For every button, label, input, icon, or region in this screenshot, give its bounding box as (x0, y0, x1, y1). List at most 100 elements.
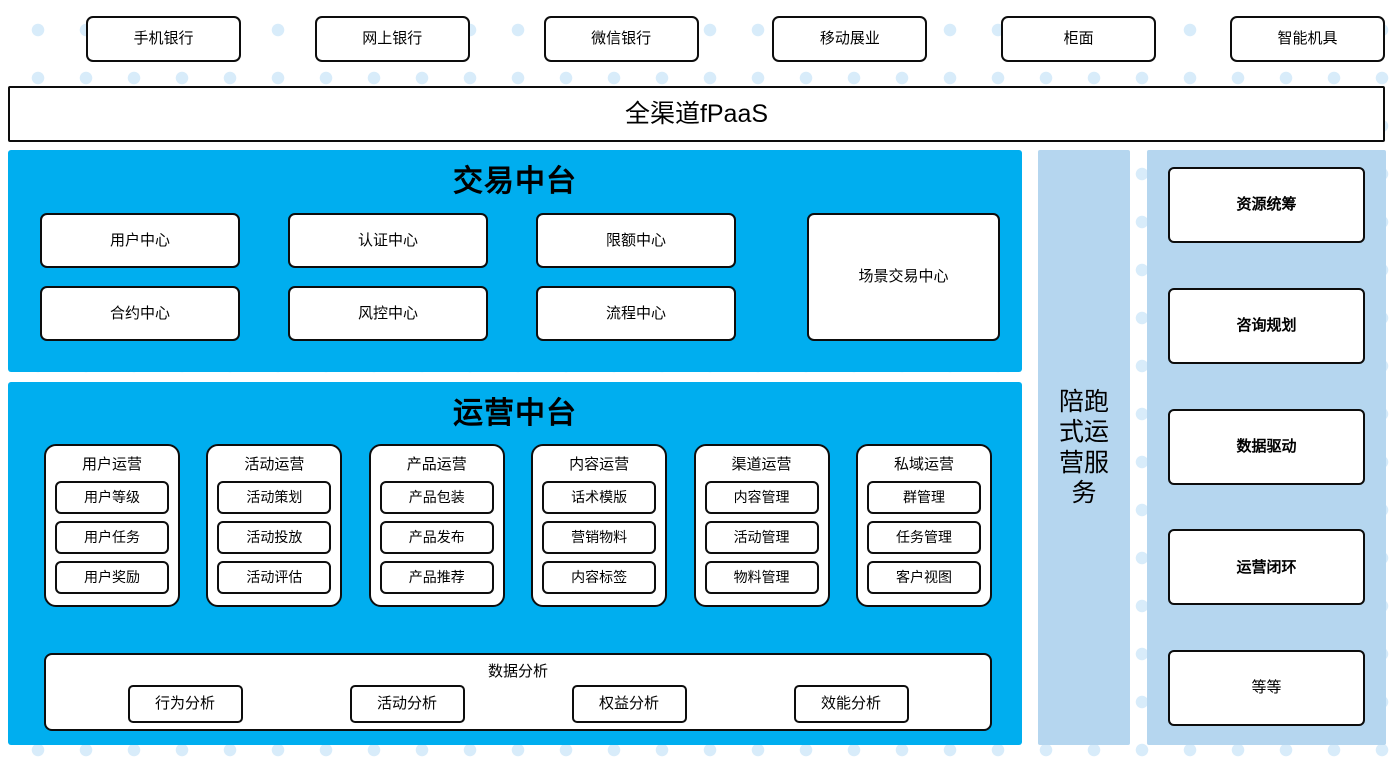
operation-card-title: 内容运营 (569, 456, 630, 473)
operation-card-list: 用户运营 用户等级 用户任务 用户奖励 活动运营 活动策划 活动投放 活动评估 … (44, 444, 992, 607)
transaction-box[interactable]: 风控中心 (288, 286, 488, 341)
operation-sub-item-label: 内容管理 (733, 489, 790, 506)
operation-sub-item-label: 客户视图 (895, 569, 952, 586)
channel-box-list: 手机银行 网上银行 微信银行 移动展业 柜面 智能机具 (86, 16, 1393, 62)
support-capability-box[interactable]: 等等 (1168, 650, 1365, 726)
operation-sub-item-label: 活动投放 (246, 529, 303, 546)
operation-sub-item-label: 用户奖励 (84, 569, 140, 586)
operation-card-title: 渠道运营 (731, 456, 792, 473)
operation-sub-item[interactable]: 内容标签 (542, 561, 657, 594)
transaction-box-label: 合约中心 (109, 304, 170, 322)
operation-sub-item[interactable]: 活动策划 (217, 481, 332, 514)
operation-sub-item[interactable]: 产品推荐 (379, 561, 494, 594)
operation-sub-item[interactable]: 内容管理 (704, 481, 819, 514)
operation-sub-item[interactable]: 群管理 (866, 481, 981, 514)
channel-box[interactable]: 微信银行 (543, 16, 699, 62)
channel-box-label: 智能机具 (1277, 30, 1338, 48)
transaction-box[interactable]: 流程中心 (536, 286, 736, 341)
operation-sub-item-label: 活动管理 (733, 529, 790, 546)
support-capability-label: 运营闭环 (1236, 558, 1297, 576)
transaction-box[interactable]: 认证中心 (288, 213, 488, 268)
transaction-box[interactable]: 限额中心 (536, 213, 736, 268)
support-capability-box[interactable]: 数据驱动 (1168, 408, 1365, 485)
channel-box-label: 微信银行 (591, 30, 652, 48)
data-analysis-item[interactable]: 行为分析 (127, 685, 243, 723)
operation-sub-item[interactable]: 物料管理 (704, 561, 819, 594)
operation-card: 产品运营 产品包装 产品发布 产品推荐 (368, 444, 505, 607)
operation-card-title: 用户运营 (81, 456, 142, 473)
operation-sub-item-label: 话术模版 (571, 489, 628, 506)
operation-sub-item[interactable]: 任务管理 (866, 521, 981, 554)
operation-sub-item[interactable]: 活动投放 (217, 521, 332, 554)
support-capability-column: 资源统筹 咨询规划 数据驱动 运营闭环 等等 (1147, 150, 1386, 745)
operation-card-title: 活动运营 (244, 456, 305, 473)
data-analysis-item-list: 行为分析 活动分析 权益分析 效能分析 (46, 685, 990, 723)
data-analysis-item-label: 效能分析 (820, 695, 881, 713)
support-capability-label: 资源统筹 (1236, 196, 1297, 214)
data-analysis-item[interactable]: 效能分析 (793, 685, 909, 723)
operation-sub-item[interactable]: 客户视图 (866, 561, 981, 594)
operation-sub-item[interactable]: 用户奖励 (55, 561, 169, 594)
data-analysis-item[interactable]: 活动分析 (349, 685, 465, 723)
operation-sub-item[interactable]: 产品包装 (379, 481, 494, 514)
transaction-core-boxes: 用户中心 认证中心 限额中心 合约中心 风控中心 流程中心 (40, 213, 769, 341)
operation-sub-item[interactable]: 用户等级 (55, 481, 169, 514)
support-capability-box[interactable]: 运营闭环 (1168, 529, 1365, 606)
operation-card: 内容运营 话术模版 营销物料 内容标签 (531, 444, 668, 607)
frontend-channel-row: 手机银行 网上银行 微信银行 移动展业 柜面 智能机具 (0, 0, 1393, 78)
support-capability-box[interactable]: 资源统筹 (1168, 167, 1365, 243)
support-capability-label: 数据驱动 (1236, 437, 1297, 455)
transaction-box-grid: 用户中心 认证中心 限额中心 合约中心 风控中心 流程中心 场景交易中心 (40, 213, 1000, 341)
main-architecture-area: 交易中台 用户中心 认证中心 限额中心 合约中心 风控中心 流程中心 场景交易中… (8, 150, 1386, 745)
operation-sub-item-label: 产品包装 (408, 489, 465, 506)
support-capability-label: 咨询规划 (1236, 317, 1297, 335)
operation-sub-item[interactable]: 活动评估 (217, 561, 332, 594)
support-capability-label: 等等 (1251, 679, 1282, 697)
data-analysis-item-label: 活动分析 (376, 695, 437, 713)
operation-card: 用户运营 用户等级 用户任务 用户奖励 (44, 444, 180, 607)
operation-sub-item-label: 用户任务 (84, 529, 140, 546)
center-platform-column: 交易中台 用户中心 认证中心 限额中心 合约中心 风控中心 流程中心 场景交易中… (8, 150, 1022, 745)
operation-sub-item-label: 物料管理 (733, 569, 790, 586)
transaction-middle-platform-panel: 交易中台 用户中心 认证中心 限额中心 合约中心 风控中心 流程中心 场景交易中… (8, 150, 1022, 372)
operation-sub-item[interactable]: 用户任务 (55, 521, 169, 554)
operation-sub-item-label: 任务管理 (895, 529, 952, 546)
operation-sub-item-label: 活动评估 (246, 569, 303, 586)
scene-transaction-center-box[interactable]: 场景交易中心 (807, 213, 1000, 341)
operation-sub-item[interactable]: 话术模版 (542, 481, 657, 514)
transaction-box-label: 流程中心 (605, 304, 666, 322)
transaction-box[interactable]: 合约中心 (40, 286, 240, 341)
omnichannel-fpaas-label: 全渠道fPaaS (624, 99, 769, 128)
transaction-box-label: 限额中心 (605, 231, 666, 249)
channel-box[interactable]: 智能机具 (1229, 16, 1385, 62)
scene-transaction-center-label: 场景交易中心 (858, 268, 949, 286)
data-analysis-item-label: 权益分析 (598, 695, 659, 713)
channel-box-label: 网上银行 (362, 30, 423, 48)
transaction-box-label: 认证中心 (357, 231, 418, 249)
operation-sub-item[interactable]: 产品发布 (379, 521, 494, 554)
operation-sub-item-label: 内容标签 (571, 569, 628, 586)
operation-sub-item-label: 群管理 (902, 489, 945, 506)
channel-box[interactable]: 移动展业 (772, 16, 928, 62)
operation-sub-item[interactable]: 营销物料 (542, 521, 657, 554)
operation-sub-item[interactable]: 活动管理 (704, 521, 819, 554)
operation-card-title: 私域运营 (893, 456, 954, 473)
channel-box[interactable]: 手机银行 (86, 16, 241, 62)
operation-sub-item-label: 营销物料 (571, 529, 628, 546)
support-capability-box[interactable]: 咨询规划 (1168, 287, 1365, 364)
channel-box[interactable]: 柜面 (1001, 16, 1157, 62)
channel-box-label: 手机银行 (133, 30, 194, 48)
data-analysis-item[interactable]: 权益分析 (571, 685, 687, 723)
channel-box[interactable]: 网上银行 (314, 16, 470, 62)
transaction-box-label: 用户中心 (109, 231, 170, 249)
data-analysis-section: 数据分析 行为分析 活动分析 权益分析 效能分析 (44, 653, 992, 731)
operation-sub-item-label: 产品推荐 (408, 569, 465, 586)
operation-middle-platform-panel: 运营中台 用户运营 用户等级 用户任务 用户奖励 活动运营 活动策划 活动投放 … (8, 382, 1022, 745)
operation-sub-item-label: 产品发布 (408, 529, 465, 546)
operation-card-title: 产品运营 (406, 456, 467, 473)
data-analysis-item-label: 行为分析 (154, 695, 215, 713)
accompanying-operation-service-label: 陪跑式运营服务 (1058, 387, 1109, 508)
transaction-box[interactable]: 用户中心 (40, 213, 240, 268)
channel-box-label: 柜面 (1063, 30, 1094, 48)
operation-card: 渠道运营 内容管理 活动管理 物料管理 (693, 444, 830, 607)
